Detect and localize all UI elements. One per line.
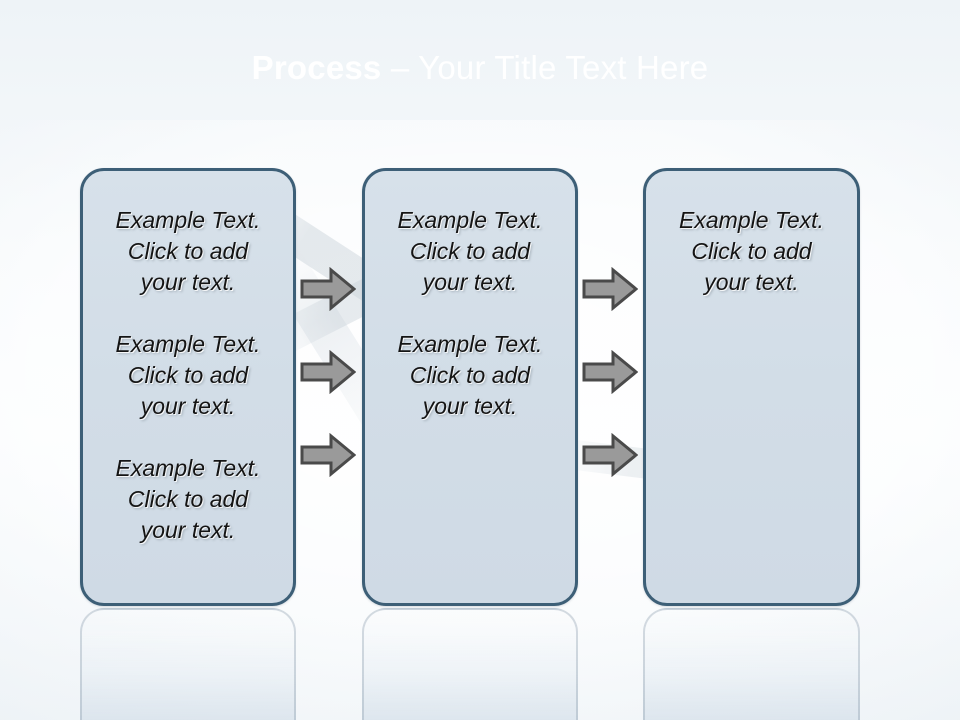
right-block-arrow-icon [582,350,638,394]
text-placeholder[interactable]: Example Text. Click to add your text. [397,207,543,295]
right-block-arrow-icon [300,267,356,311]
text-placeholder[interactable]: Example Text. Click to add your text. [115,207,261,295]
right-block-arrow-icon [582,433,638,477]
text-placeholder[interactable]: Example Text. Click to add your text. [397,331,543,419]
box-reflection-2 [362,608,578,720]
right-block-arrow-icon [300,350,356,394]
page-title: Process – Your Title Text Here [0,48,960,88]
process-box-3[interactable]: Example Text. Click to add your text. [643,168,860,606]
right-block-arrow-icon [300,433,356,477]
text-placeholder[interactable]: Example Text. Click to add your text. [115,331,261,419]
text-placeholder[interactable]: Example Text. Click to add your text. [679,207,824,295]
text-placeholder[interactable]: Example Text. Click to add your text. [115,455,261,543]
page-title-rest: – Your Title Text Here [381,49,709,86]
process-box-1[interactable]: Example Text. Click to add your text. Ex… [80,168,296,606]
process-box-2-content: Example Text. Click to add your text. Ex… [365,205,575,422]
process-box-2[interactable]: Example Text. Click to add your text. Ex… [362,168,578,606]
right-block-arrow-icon [582,267,638,311]
process-box-1-content: Example Text. Click to add your text. Ex… [83,205,293,546]
process-box-3-content: Example Text. Click to add your text. [646,205,857,298]
page-title-bold: Process [251,49,382,86]
box-reflection-1 [80,608,296,720]
box-reflection-3 [643,608,860,720]
